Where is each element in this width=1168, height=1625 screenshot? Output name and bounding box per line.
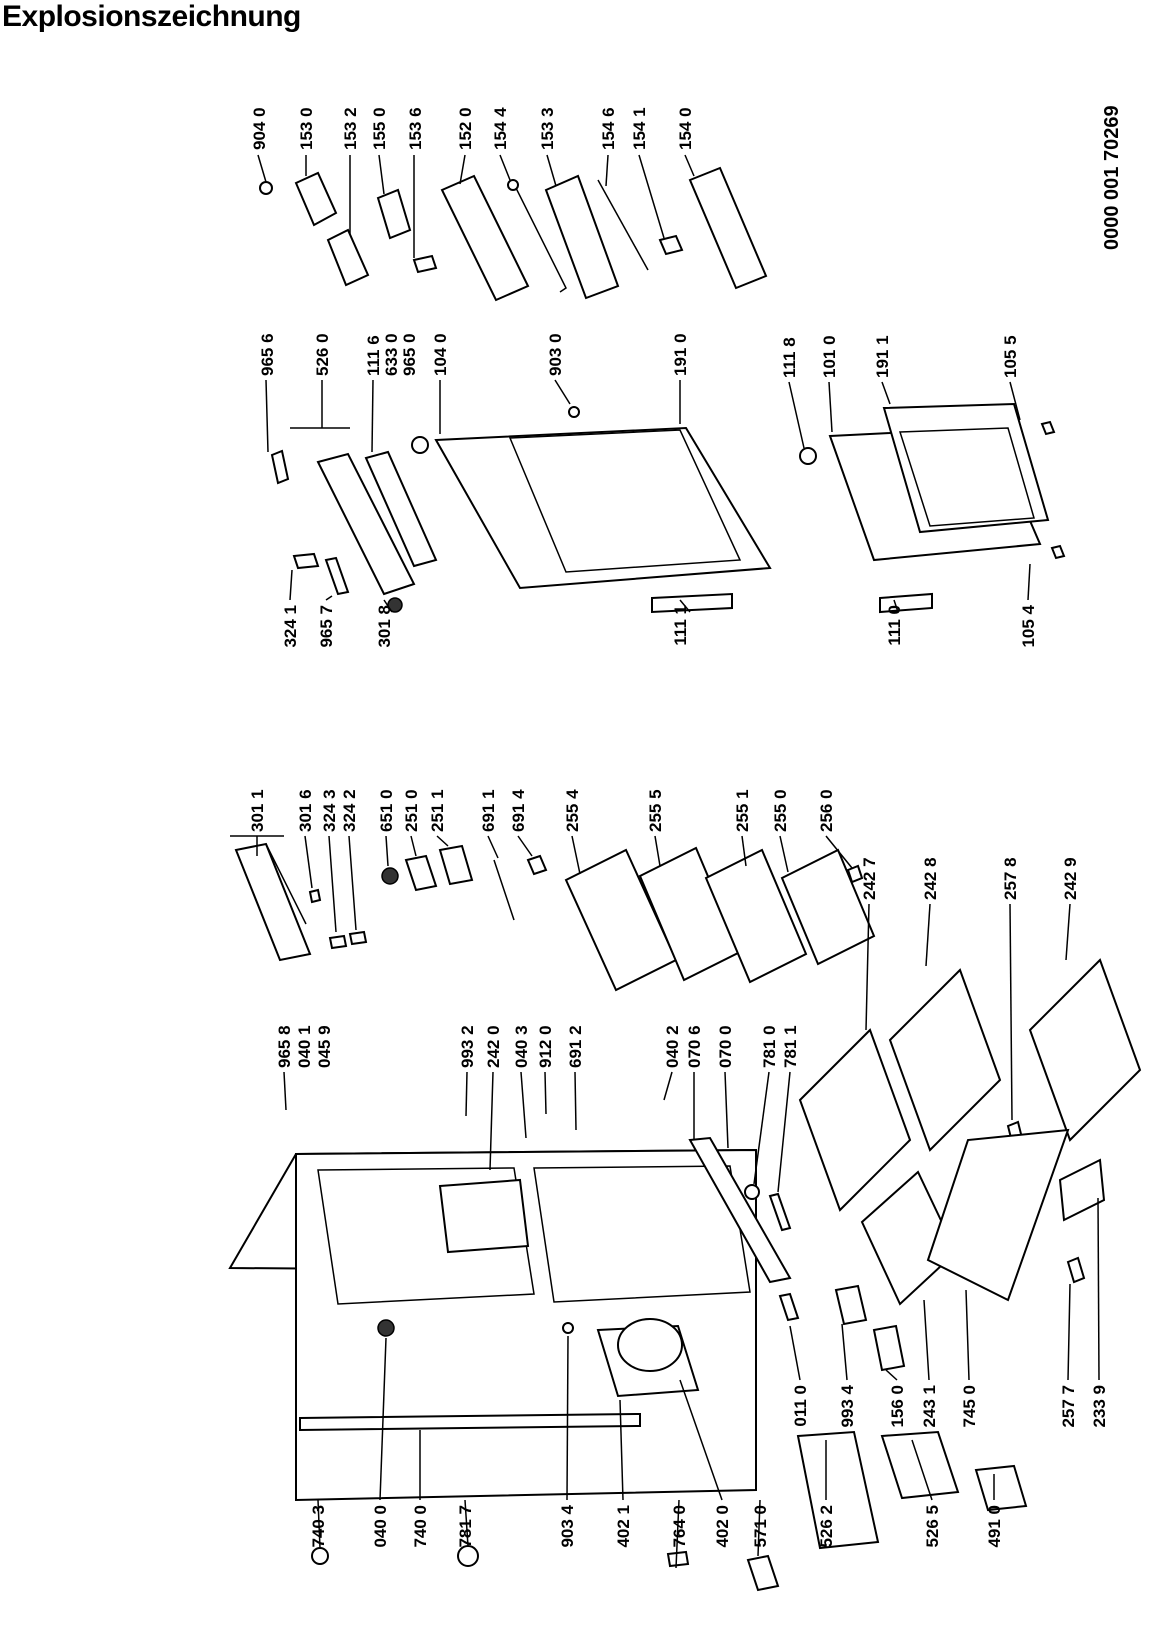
label-691-1: 691 1 [479,789,498,832]
label-903-4: 903 4 [558,1504,577,1547]
label-242-9: 242 9 [1061,857,1080,900]
label-571-0: 571 0 [751,1505,770,1548]
part-labels: 904 0 153 0 153 2 155 0 153 6 152 0 154 … [248,105,1123,1547]
label-491-0: 491 0 [985,1505,1004,1548]
label-255-4: 255 4 [563,789,582,832]
label-040-3: 040 3 [512,1025,531,1068]
label-040-2: 040 2 [663,1025,682,1068]
label-153-6: 153 6 [406,107,425,150]
label-781-0: 781 0 [760,1025,779,1068]
label-324-2: 324 2 [340,789,359,832]
label-257-7: 257 7 [1059,1385,1078,1428]
page-title: Explosionszeichnung [2,0,301,33]
label-324-3: 324 3 [320,789,339,832]
label-251-1: 251 1 [428,789,447,832]
label-965-0: 965 0 [400,333,419,376]
label-242-7: 242 7 [860,857,879,900]
label-993-2: 993 2 [458,1025,477,1068]
label-255-0: 255 0 [771,789,790,832]
label-402-1: 402 1 [614,1505,633,1548]
label-633-0: 633 0 [382,333,401,376]
label-256-0: 256 0 [817,789,836,832]
drawing-code: 0000 001 70269 [1101,105,1123,250]
label-526-5: 526 5 [923,1505,942,1548]
label-154-6: 154 6 [599,107,618,150]
leader-lines [230,154,1100,1569]
label-070-6: 070 6 [685,1025,704,1068]
label-993-4: 993 4 [838,1384,857,1427]
label-191-0: 191 0 [671,333,690,376]
label-111-8: 111 8 [780,337,799,378]
label-105-5: 105 5 [1001,335,1020,378]
label-740-0: 740 0 [411,1505,430,1548]
label-301-8: 301 8 [375,605,394,648]
label-111-1: 111 1 [671,605,690,646]
label-153-3: 153 3 [538,107,557,150]
label-691-2: 691 2 [566,1025,585,1068]
label-740-3: 740 3 [309,1505,328,1548]
label-155-0: 155 0 [370,107,389,150]
label-104-0: 104 0 [431,333,450,376]
label-255-1: 255 1 [733,789,752,832]
label-040-1: 040 1 [295,1025,314,1068]
label-154-1: 154 1 [630,107,649,150]
label-152-0: 152 0 [456,107,475,150]
label-153-0: 153 0 [297,107,316,150]
label-111-6: 111 6 [364,335,383,376]
label-153-2: 153 2 [341,107,360,150]
label-691-4: 691 4 [509,789,528,832]
label-764-0: 764 0 [670,1505,689,1548]
label-255-5: 255 5 [646,789,665,832]
label-233-9: 233 9 [1090,1385,1109,1428]
label-781-7: 781 7 [456,1505,475,1548]
label-965-7: 965 7 [317,605,336,648]
label-105-4: 105 4 [1019,604,1038,647]
label-257-8: 257 8 [1001,857,1020,900]
label-301-1: 301 1 [248,789,267,832]
label-154-4: 154 4 [491,107,510,150]
label-526-2: 526 2 [817,1505,836,1548]
label-070-0: 070 0 [716,1025,735,1068]
label-045-9: 045 9 [315,1025,334,1068]
label-745-0: 745 0 [960,1385,979,1428]
label-903-0: 903 0 [546,333,565,376]
label-040-0: 040 0 [371,1505,390,1548]
label-526-0: 526 0 [313,333,332,376]
label-243-1: 243 1 [920,1385,939,1428]
label-301-6: 301 6 [296,789,315,832]
label-965-8: 965 8 [275,1025,294,1068]
label-101-0: 101 0 [820,335,839,378]
label-191-1: 191 1 [873,335,892,378]
label-242-0: 242 0 [484,1025,503,1068]
label-651-0: 651 0 [377,789,396,832]
label-324-1: 324 1 [281,605,300,648]
label-251-0: 251 0 [402,789,421,832]
label-912-0: 912 0 [536,1025,555,1068]
label-781-1: 781 1 [781,1025,800,1068]
label-154-0: 154 0 [676,107,695,150]
label-011-0: 011 0 [791,1385,810,1427]
label-965-6: 965 6 [258,333,277,376]
label-111-0: 111 0 [885,605,904,646]
label-402-0: 402 0 [713,1505,732,1548]
label-242-8: 242 8 [921,857,940,900]
parts-drawing [228,166,1142,1592]
label-156-0: 156 0 [888,1385,907,1428]
label-904-0: 904 0 [250,107,269,150]
